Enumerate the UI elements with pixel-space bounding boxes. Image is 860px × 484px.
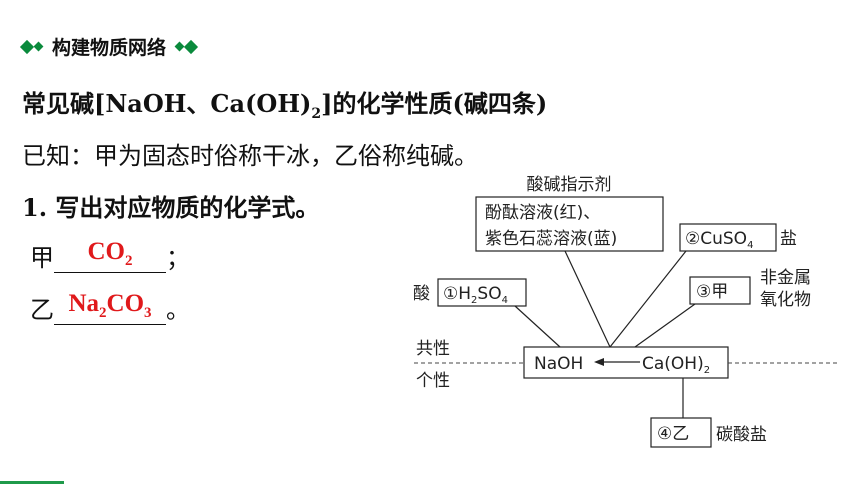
answer-label: 乙 bbox=[30, 296, 54, 324]
indicator-box bbox=[475, 196, 664, 252]
yi-formula: ④乙 bbox=[657, 424, 689, 444]
indicator-line1: 酚酞溶液(红)、 bbox=[485, 203, 600, 223]
heading: 常见碱[NaOH、Ca(OH)2]的化学性质(碱四条) bbox=[22, 89, 548, 122]
acid-label: 酸 bbox=[413, 284, 430, 304]
carbonate-label: 碳酸盐 bbox=[716, 425, 767, 445]
answer-blank: Na2CO3 bbox=[54, 290, 166, 325]
answer-blank: CO2 bbox=[54, 238, 166, 273]
h2so4-formula: ①H2SO4 bbox=[443, 284, 508, 306]
bottom-accent-bar bbox=[0, 481, 64, 484]
answer-label: 甲 bbox=[30, 244, 54, 272]
indicator-title: 酸碱指示剂 bbox=[527, 175, 612, 195]
known-text: 已知：甲为固态时俗称干冰，乙俗称纯碱。 bbox=[22, 142, 478, 170]
salt-label: 盐 bbox=[780, 229, 797, 249]
answer-value: Na2CO3 bbox=[68, 290, 152, 321]
individual-label: 个性 bbox=[416, 371, 450, 391]
jia-formula: ③甲 bbox=[696, 282, 728, 302]
jia-box bbox=[689, 276, 751, 305]
yi-box bbox=[650, 417, 712, 448]
question: 1. 写出对应物质的化学式。 bbox=[22, 193, 320, 222]
section-title: 构建物质网络 bbox=[52, 37, 167, 59]
common-label: 共性 bbox=[416, 339, 450, 359]
nonmetal-label-1: 非金属 bbox=[760, 268, 811, 288]
h2so4-box bbox=[437, 278, 527, 307]
nonmetal-label-2: 氧化物 bbox=[760, 290, 811, 310]
naoh-formula: NaOH bbox=[534, 354, 583, 374]
cuso4-box bbox=[679, 223, 777, 252]
caoh2-formula: Ca(OH)2 bbox=[642, 354, 710, 376]
answer-value: CO2 bbox=[87, 238, 133, 269]
section-header: 构建物质网络 bbox=[19, 33, 199, 60]
indicator-line2: 紫色石蕊溶液(蓝) bbox=[485, 229, 617, 249]
cuso4-formula: ②CuSO4 bbox=[685, 229, 753, 251]
